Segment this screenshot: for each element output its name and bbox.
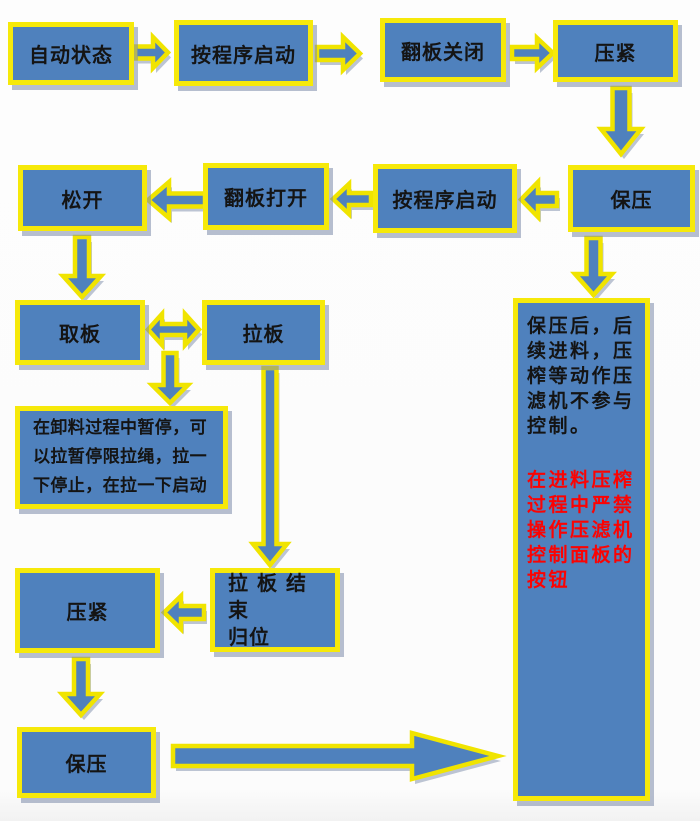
node-label: 翻板打开 <box>224 186 308 210</box>
node-label: 压紧 <box>66 600 109 624</box>
arrow-left-icon <box>517 176 560 223</box>
arrow-down-icon <box>56 656 106 720</box>
arrow-right-icon <box>314 31 364 76</box>
arrow-down-icon <box>146 350 194 408</box>
arrow-right-icon <box>132 31 172 74</box>
side-note-warning-text: 在进料压榨过程中严禁操作压滤机控制面板的按钮 <box>527 469 635 591</box>
node-label: 保压 <box>610 188 653 212</box>
node-start-by-program-mid: 按程序启动 <box>373 164 517 233</box>
node-pause-note: 在卸料过程中暂停，可以拉暂停限拉绳，拉一下停止，在拉一下启动 <box>15 406 228 509</box>
node-label: 按程序启动 <box>392 188 498 212</box>
node-take-plate: 取板 <box>15 300 145 365</box>
arrow-down-icon <box>596 85 646 159</box>
node-pull-plate-end-return: 拉板结束 归位 <box>210 568 340 652</box>
arrow-down-icon <box>57 234 107 302</box>
node-label: 拉板 <box>242 322 285 346</box>
side-note-black-text: 保压后，后续进料，压榨等动作压滤机不参与控制。 <box>527 315 635 437</box>
node-press-tight-top: 压紧 <box>553 20 678 82</box>
node-pull-plate: 拉板 <box>202 300 325 365</box>
arrow-left-icon <box>160 590 207 635</box>
arrow-right-icon <box>509 32 557 74</box>
node-hold-pressure-bottom: 保压 <box>17 727 156 798</box>
node-flip-board-open: 翻板打开 <box>203 163 329 230</box>
node-label: 取板 <box>59 322 101 346</box>
node-start-by-program-top: 按程序启动 <box>174 20 313 86</box>
node-auto-state: 自动状态 <box>8 22 134 85</box>
node-label: 自动状态 <box>29 43 113 67</box>
arrow-down-long-icon <box>248 365 292 570</box>
arrow-right-long-icon <box>170 730 507 784</box>
node-press-tight-bottom: 压紧 <box>15 568 160 653</box>
node-label: 按程序启动 <box>191 42 296 67</box>
arrow-left-icon <box>144 177 208 223</box>
node-label-line1: 拉板结束 <box>228 570 315 622</box>
arrow-double-horizontal-icon <box>144 308 203 351</box>
node-side-note: 保压后，后续进料，压榨等动作压滤机不参与控制。 在进料压榨过程中严禁操作压滤机控… <box>513 298 650 801</box>
node-label: 翻板关闭 <box>401 39 485 64</box>
node-flip-board-close: 翻板关闭 <box>380 18 506 82</box>
node-label: 松开 <box>61 187 104 212</box>
arrow-down-icon <box>570 235 617 300</box>
node-label: 保压 <box>65 752 108 776</box>
node-label-line2: 归位 <box>228 624 270 649</box>
node-hold-pressure-top: 保压 <box>568 165 695 232</box>
node-label: 压紧 <box>594 40 637 65</box>
node-release: 松开 <box>18 165 147 231</box>
arrow-left-icon <box>329 178 374 220</box>
pause-note-text: 在卸料过程中暂停，可以拉暂停限拉绳，拉一下停止，在拉一下启动 <box>33 418 207 496</box>
